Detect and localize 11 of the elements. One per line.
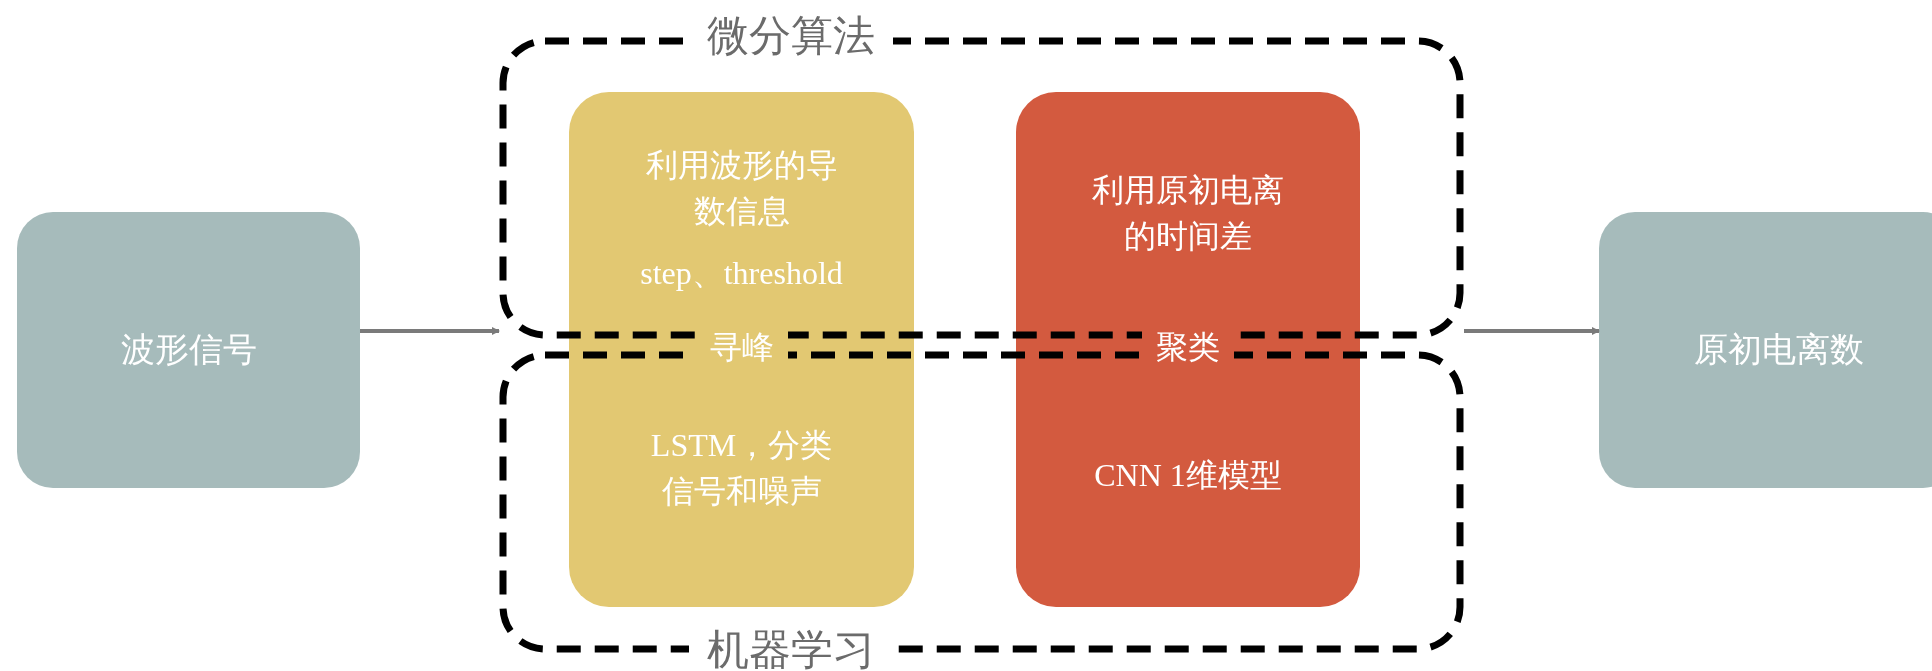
description-text: step、threshold (639, 254, 844, 293)
description-text: CNN 1维模型 (1093, 456, 1283, 495)
stage-column (569, 92, 914, 607)
description-text: LSTM，分类信号和噪声 (649, 426, 834, 511)
description-text: 利用原初电离的时间差 (1091, 171, 1285, 256)
arrow (1464, 327, 1600, 335)
process-box: 原初电离数 (1599, 212, 1932, 488)
stage-column (1016, 92, 1360, 607)
arrow (360, 327, 500, 335)
process-box: 波形信号 (17, 212, 360, 488)
description-text: 利用波形的导数信息 (644, 146, 839, 231)
